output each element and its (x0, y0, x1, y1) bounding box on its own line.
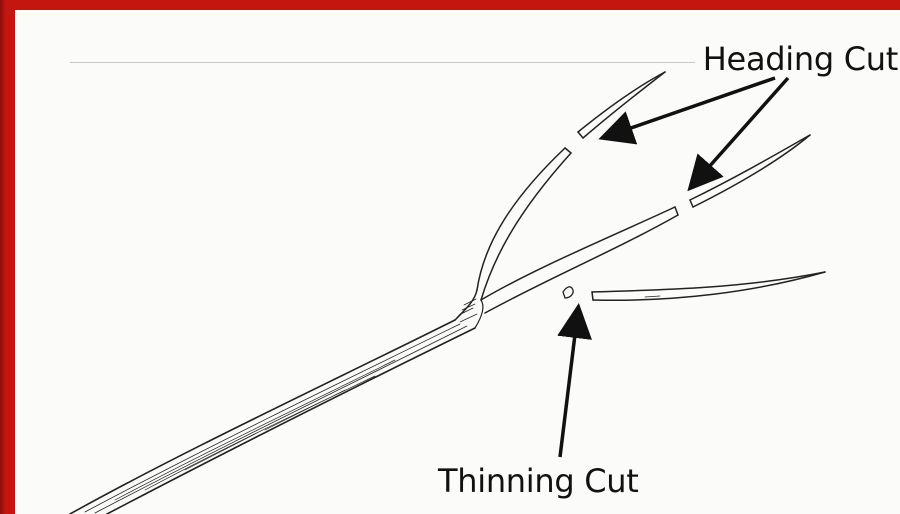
heading-cut-arrow-lower (692, 78, 788, 186)
branch-fork (455, 290, 483, 328)
slide: Heading Cut Thinning Cut (15, 10, 900, 514)
thinned-branch (563, 272, 825, 300)
upper-branch (477, 72, 665, 300)
middle-branch (481, 135, 810, 313)
thinning-cut-arrow (560, 310, 578, 457)
heading-cut-label: Heading Cut (703, 40, 898, 78)
thinning-cut-label: Thinning Cut (438, 462, 639, 500)
branch-pruning-illustration (15, 10, 900, 514)
heading-cut-arrow-upper (605, 78, 775, 137)
main-branch (70, 320, 475, 514)
